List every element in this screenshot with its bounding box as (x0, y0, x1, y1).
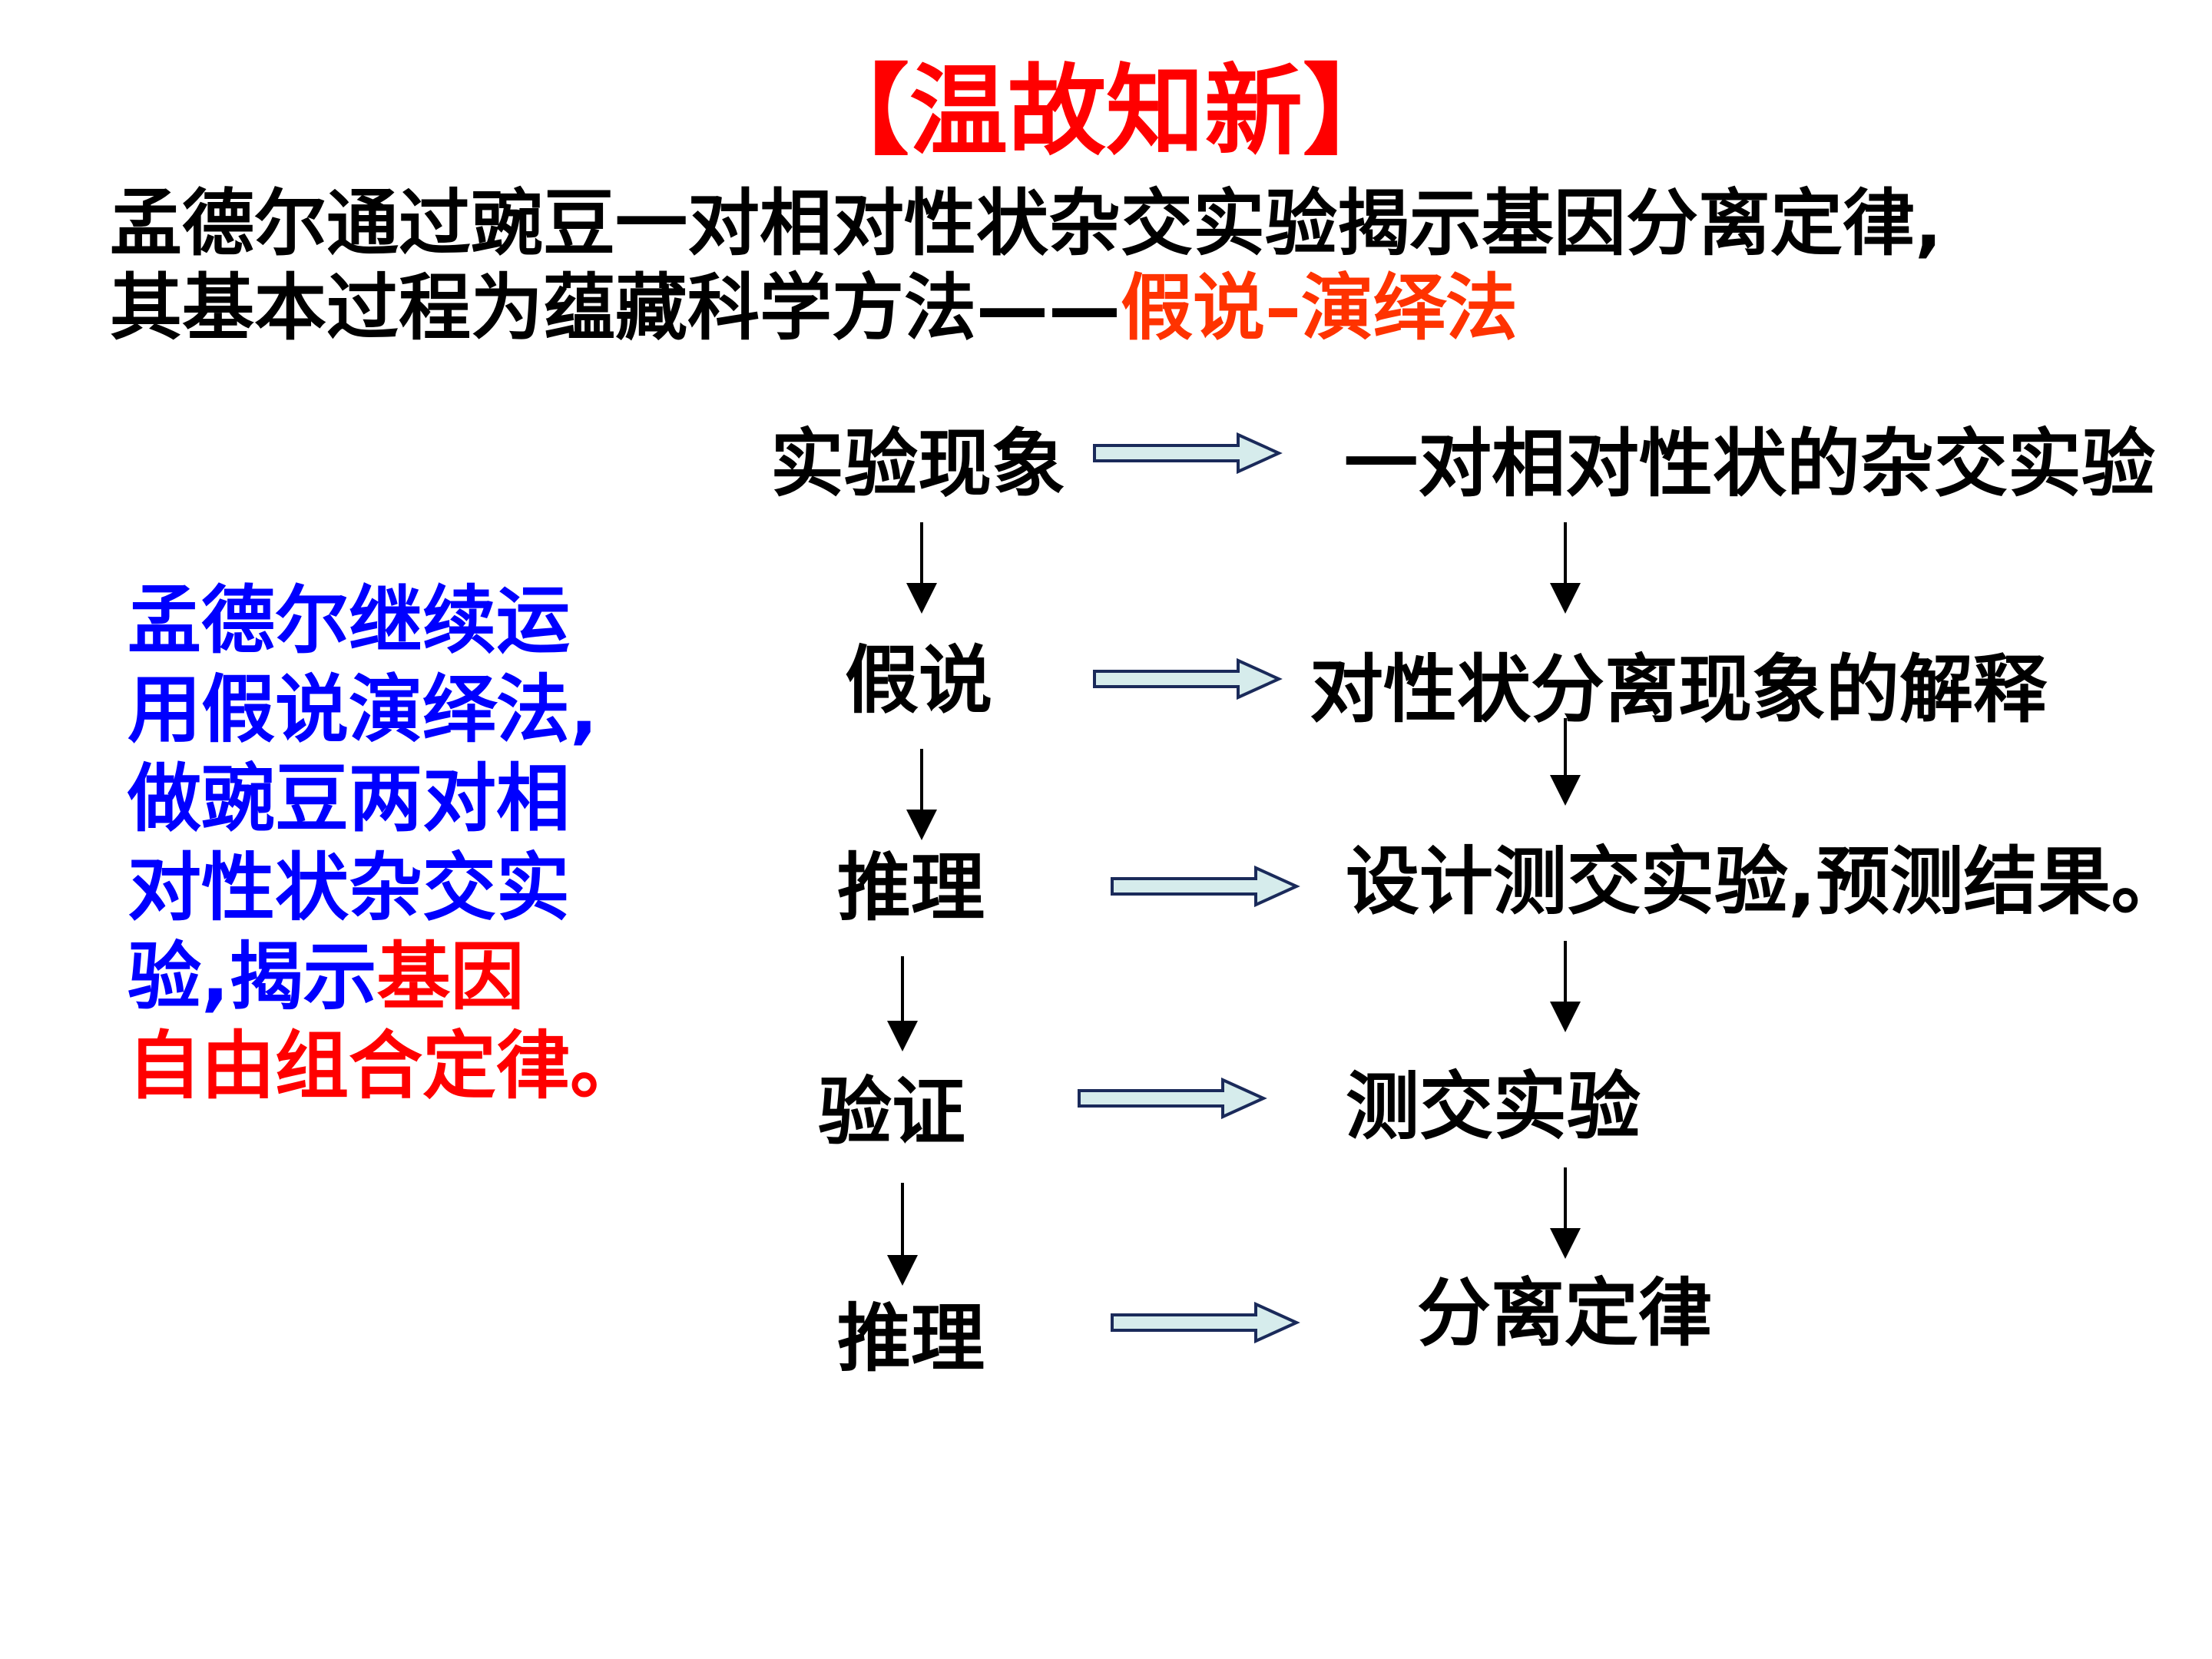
flow-left-verification: 验证 (818, 1069, 965, 1155)
intro-line-2: 其基本过程为蕴藏科学方法——假说–演绎法 (110, 273, 1518, 345)
side-note-text: 验,揭示 (127, 934, 377, 1020)
flow-right-explanation: 对性状分离现象的解释 (1310, 647, 2047, 733)
flow-left-observation: 实验现象 (770, 421, 1065, 507)
side-note-line: 对性状杂交实 (127, 845, 570, 931)
side-note: 孟德尔继续运 用假说演绎法, 做豌豆两对相 对性状杂交实 验,揭示基因 自由组合… (127, 584, 680, 1121)
flow-right-testcross-design: 设计测交实验,预测结果。 (1346, 839, 2185, 925)
side-note-emphasis-line: 自由组合定律。 (127, 1023, 644, 1109)
block-arrow-right (1093, 657, 1283, 700)
block-arrow-right (1078, 1077, 1267, 1120)
flow-left-deduction: 推理 (837, 845, 985, 931)
page-title: 【温故知新】 (810, 55, 1401, 169)
intro-line-1: 孟德尔通过豌豆一对相对性状杂交实验揭示基因分离定律, (110, 182, 1942, 266)
side-note-emphasis: 基因 (376, 934, 525, 1020)
block-arrow-right (1093, 432, 1283, 475)
intro-line-2-prefix: 其基本过程为蕴藏科学方法—— (110, 267, 1121, 350)
side-note-line: 做豌豆两对相 (127, 756, 570, 842)
block-arrow-right (1111, 1301, 1300, 1344)
method-highlight: 假说–演绎法 (1121, 267, 1518, 350)
block-arrow-right (1111, 865, 1300, 908)
side-note-line: 验,揭示基因 (127, 940, 524, 1014)
flow-right-cross-experiment: 一对相对性状的杂交实验 (1344, 421, 2155, 507)
side-note-line: 孟德尔继续运 (127, 578, 570, 664)
flow-right-segregation-law: 分离定律 (1417, 1270, 1712, 1356)
side-note-line: 用假说演绎法, (127, 667, 598, 753)
flow-right-testcross: 测交实验 (1346, 1064, 1641, 1150)
flow-left-conclusion: 推理 (837, 1296, 985, 1382)
flow-left-hypothesis: 假说 (845, 637, 992, 724)
